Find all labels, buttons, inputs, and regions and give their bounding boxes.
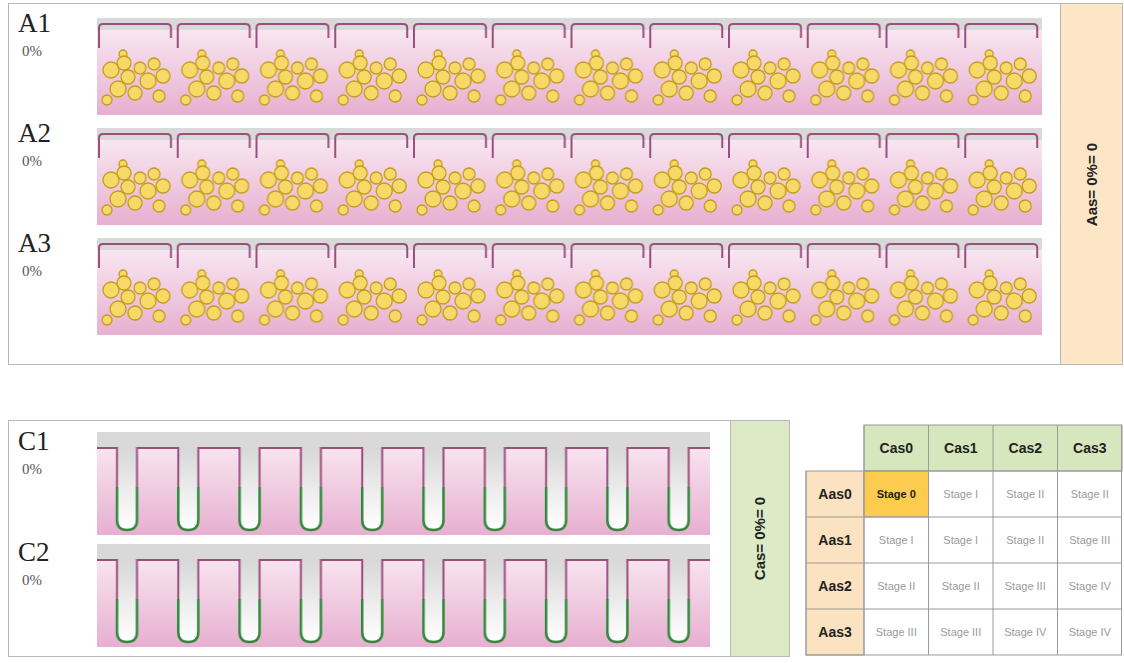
row-name: A2 [18, 118, 51, 149]
score-text: Cas= 0%= 0 [752, 497, 769, 580]
table-cell: Stage I [879, 534, 914, 546]
table-cell: Stage II [877, 580, 915, 592]
table-header: Aas2 [818, 578, 851, 594]
row-percent: 0% [22, 461, 42, 478]
table-header: Aas3 [818, 624, 851, 640]
table-header: Aas0 [818, 486, 851, 502]
row-percent: 0% [22, 153, 42, 170]
table-cell: Stage I [943, 488, 978, 500]
table-cell: Stage 0 [877, 488, 916, 500]
table-cell: Stage III [876, 626, 917, 638]
cas-score-strip: Cas= 0%= 0 [731, 421, 789, 656]
aas-score-strip: Aas= 0%= 0 [1061, 4, 1122, 364]
row-percent: 0% [22, 263, 42, 280]
table-cell: Stage IV [1069, 626, 1111, 638]
table-header: Cas0 [880, 440, 913, 456]
table-cell: Stage II [1071, 488, 1109, 500]
row-percent: 0% [22, 43, 42, 60]
row-percent: 0% [22, 572, 42, 589]
table-cell: Stage II [1006, 534, 1044, 546]
table-cell: Stage III [1069, 534, 1110, 546]
table-header: Cas3 [1073, 440, 1106, 456]
table-header: Cas2 [1009, 440, 1042, 456]
table-cell: Stage I [943, 534, 978, 546]
table-cell: Stage IV [1004, 626, 1046, 638]
row-name: C1 [18, 426, 50, 457]
table-cell: Stage III [940, 626, 981, 638]
table-cell: Stage II [942, 580, 980, 592]
table-cell: Stage II [1006, 488, 1044, 500]
score-text: Aas= 0%= 0 [1083, 142, 1100, 225]
table-header: Aas1 [818, 532, 851, 548]
table-cell: Stage IV [1069, 580, 1111, 592]
row-name: A1 [18, 8, 51, 39]
row-name: C2 [18, 537, 50, 568]
table-cell: Stage III [1005, 580, 1046, 592]
table-header: Cas1 [944, 440, 977, 456]
row-name: A3 [18, 228, 51, 259]
